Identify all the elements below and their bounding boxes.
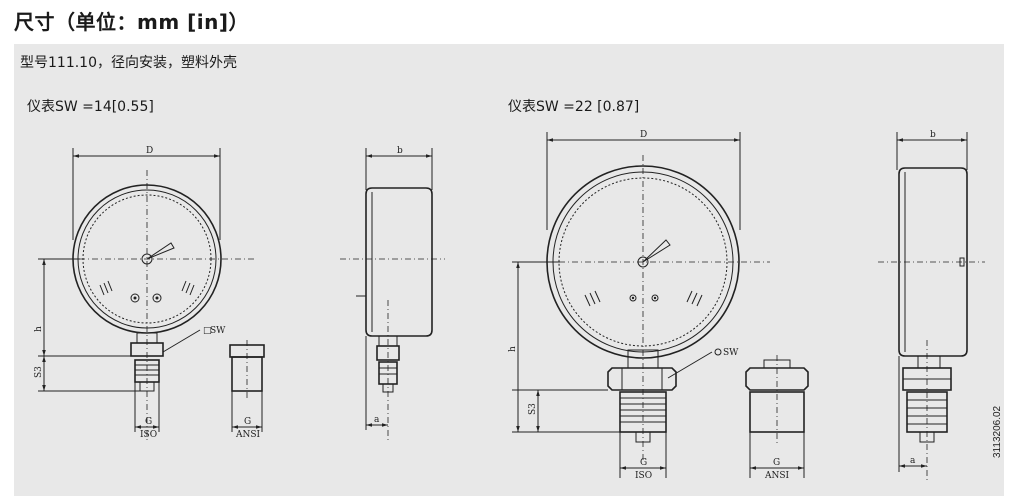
dim-a-large: a — [910, 456, 916, 466]
dim-ANSI-small: ANSI — [235, 430, 261, 440]
variant-label-sw14: 仪表SW =14[0.55] — [27, 99, 154, 115]
dim-ISO-small: ISO — [140, 430, 157, 440]
ansi-fitting-small: G ANSI — [229, 340, 265, 440]
dim-a-small: a — [374, 415, 380, 425]
ansi-fitting-large: G ANSI — [745, 355, 809, 481]
dim-ISO-large: ISO — [635, 471, 652, 481]
dim-S3-small: S3 — [34, 366, 44, 378]
dim-D-small: D — [146, 146, 153, 156]
gauge-front-view-small: D □ SW h — [34, 146, 255, 440]
drawing-panel — [14, 44, 1004, 496]
dim-SW-small: SW — [210, 326, 226, 336]
dim-D-large: D — [640, 130, 647, 140]
gauge-side-view-large: b a — [878, 130, 985, 480]
dim-G-iso-small: G — [145, 417, 152, 427]
dim-h-small: h — [34, 326, 44, 332]
dim-G-iso-large: G — [640, 458, 647, 468]
variant-label-sw22: 仪表SW =22 [0.87] — [508, 99, 640, 115]
gauge-front-view-large: D SW h S3 — [508, 130, 770, 481]
dim-b-large: b — [930, 130, 936, 140]
dim-G-ansi-large: G — [773, 458, 780, 468]
page-title: 尺寸（单位：mm [in]） — [14, 10, 250, 34]
dim-b-small: b — [397, 146, 403, 156]
dim-h-large: h — [508, 346, 518, 352]
dim-ANSI-large: ANSI — [764, 471, 790, 481]
gauge-side-view-small: b a — [340, 146, 445, 440]
svg-text:□: □ — [203, 326, 212, 336]
dim-S3-large: S3 — [528, 403, 538, 415]
model-description: 型号111.10，径向安装，塑料外壳 — [20, 55, 237, 71]
document-id: 3113206.02 — [992, 405, 1003, 458]
dim-G-ansi-small: G — [244, 417, 251, 427]
dim-SW-large: SW — [723, 348, 739, 358]
